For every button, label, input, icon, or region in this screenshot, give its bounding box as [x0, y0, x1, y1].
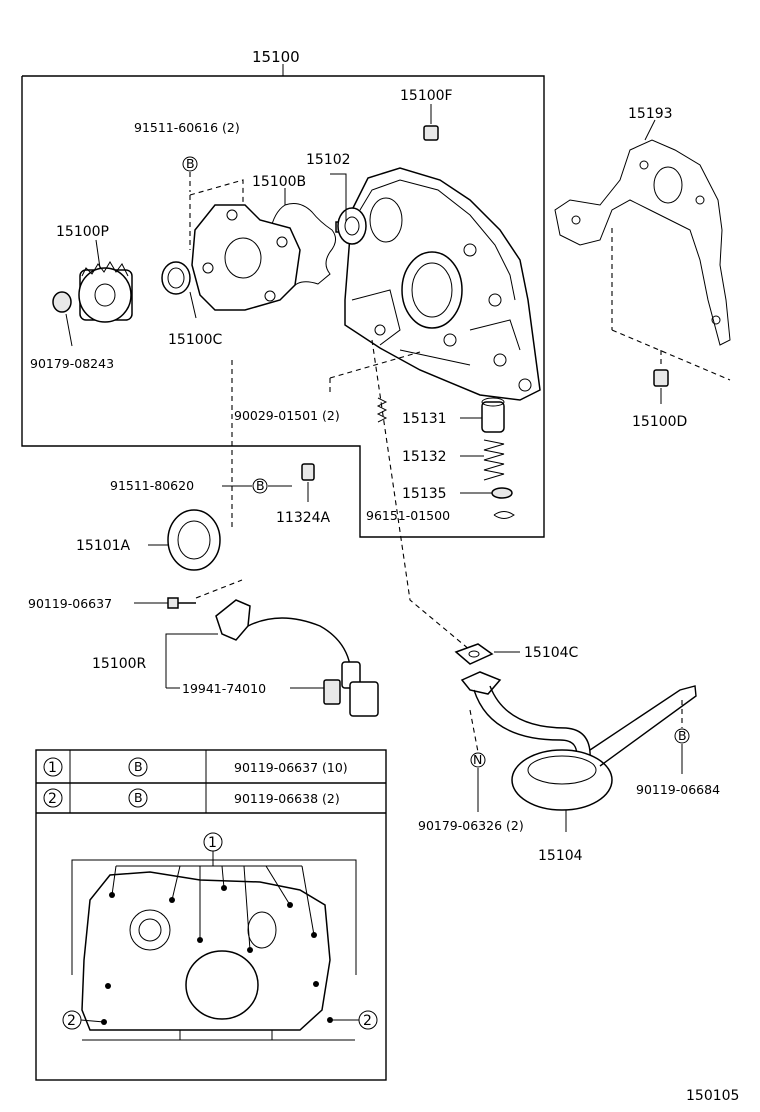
gasket-15193 [554, 139, 731, 346]
label-15100P: 15100P [56, 224, 109, 240]
label-96151-01500: 96151-01500 [366, 508, 450, 523]
svg-text:B: B [256, 478, 265, 493]
label-91511-60616: 91511-60616 (2) [134, 120, 240, 135]
relief-spring-15132 [483, 439, 505, 481]
label-15132: 15132 [402, 449, 447, 465]
bolt-position-sketch [71, 859, 357, 1041]
svg-text:2: 2 [67, 1013, 76, 1029]
bolt-marker-b-top: B [182, 156, 198, 172]
clamp-19941-74010 [323, 679, 341, 705]
label-90179-08243: 90179-08243 [30, 356, 114, 371]
label-15101A: 15101A [76, 538, 131, 554]
pump-cover [191, 204, 301, 311]
svg-text:90119-06638 (2): 90119-06638 (2) [234, 791, 340, 806]
nut-marker-n: N [470, 752, 486, 768]
label-15104: 15104 [538, 848, 583, 864]
label-90119-06637: 90119-06637 [28, 596, 112, 611]
svg-text:1: 1 [48, 760, 57, 776]
figure-number: 150105 [686, 1088, 739, 1104]
label-15100R: 15100R [92, 656, 147, 672]
pin-11324A [301, 463, 315, 481]
relief-plunger-15131 [481, 397, 505, 433]
snap-ring-96151-01500 [493, 511, 515, 519]
bushing-15100C [161, 261, 191, 295]
callout-1-leaders [105, 851, 319, 989]
label-19941-74010: 19941-74010 [182, 681, 266, 696]
label-15104C: 15104C [524, 645, 579, 661]
strainer-15104 [460, 671, 697, 811]
svg-text:1: 1 [208, 835, 217, 851]
strainer-gasket-15104C [454, 643, 494, 665]
svg-text:2: 2 [363, 1013, 372, 1029]
dowel-15100D [653, 369, 669, 387]
label-11324A: 11324A [276, 510, 331, 526]
svg-text:B: B [134, 790, 143, 805]
legend-row-1: 1 B 90119-06637 (10) [43, 757, 348, 777]
assembly-frame [21, 64, 545, 538]
label-90179-06326: 90179-06326 (2) [418, 818, 524, 833]
nut-90179-08243 [52, 291, 72, 313]
label-15102: 15102 [306, 152, 351, 168]
svg-text:B: B [134, 759, 143, 774]
callout-2-right: 2 [358, 1010, 378, 1030]
label-15100D: 15100D [632, 414, 687, 430]
label-15100F: 15100F [400, 88, 453, 104]
label-90029-01501: 90029-01501 (2) [234, 408, 340, 423]
drive-rotor-15102 [335, 207, 367, 245]
retainer-15135 [491, 487, 513, 499]
label-15131: 15131 [402, 411, 447, 427]
relief-spring-small [376, 397, 388, 423]
label-15135: 15135 [402, 486, 447, 502]
oil-seal-15101A [167, 509, 221, 571]
label-91511-80620: 91511-80620 [110, 478, 194, 493]
drive-gear-15100P [78, 261, 133, 323]
callout-1: 1 [203, 832, 223, 852]
sensor-15100R [215, 599, 379, 717]
svg-text:90119-06637 (10): 90119-06637 (10) [234, 760, 348, 775]
svg-text:B: B [678, 728, 687, 743]
legend-row-2: 2 B 90119-06638 (2) [43, 788, 340, 808]
bolt-marker-b-mid: B [252, 478, 268, 494]
callout-2-left: 2 [62, 1010, 82, 1030]
bolt-marker-b-right: B [674, 728, 690, 744]
oil-pump-body [344, 167, 541, 401]
label-15193: 15193 [628, 106, 673, 122]
bolt-legend [35, 749, 387, 1081]
label-15100: 15100 [252, 48, 300, 66]
svg-text:2: 2 [48, 791, 57, 807]
label-15100B: 15100B [252, 174, 306, 190]
label-15100C: 15100C [168, 332, 223, 348]
svg-text:B: B [186, 156, 195, 171]
plug-15100F [423, 125, 439, 141]
bolt-90119-06637 [167, 597, 196, 609]
label-90119-06684: 90119-06684 [636, 782, 720, 797]
svg-text:N: N [473, 752, 482, 767]
